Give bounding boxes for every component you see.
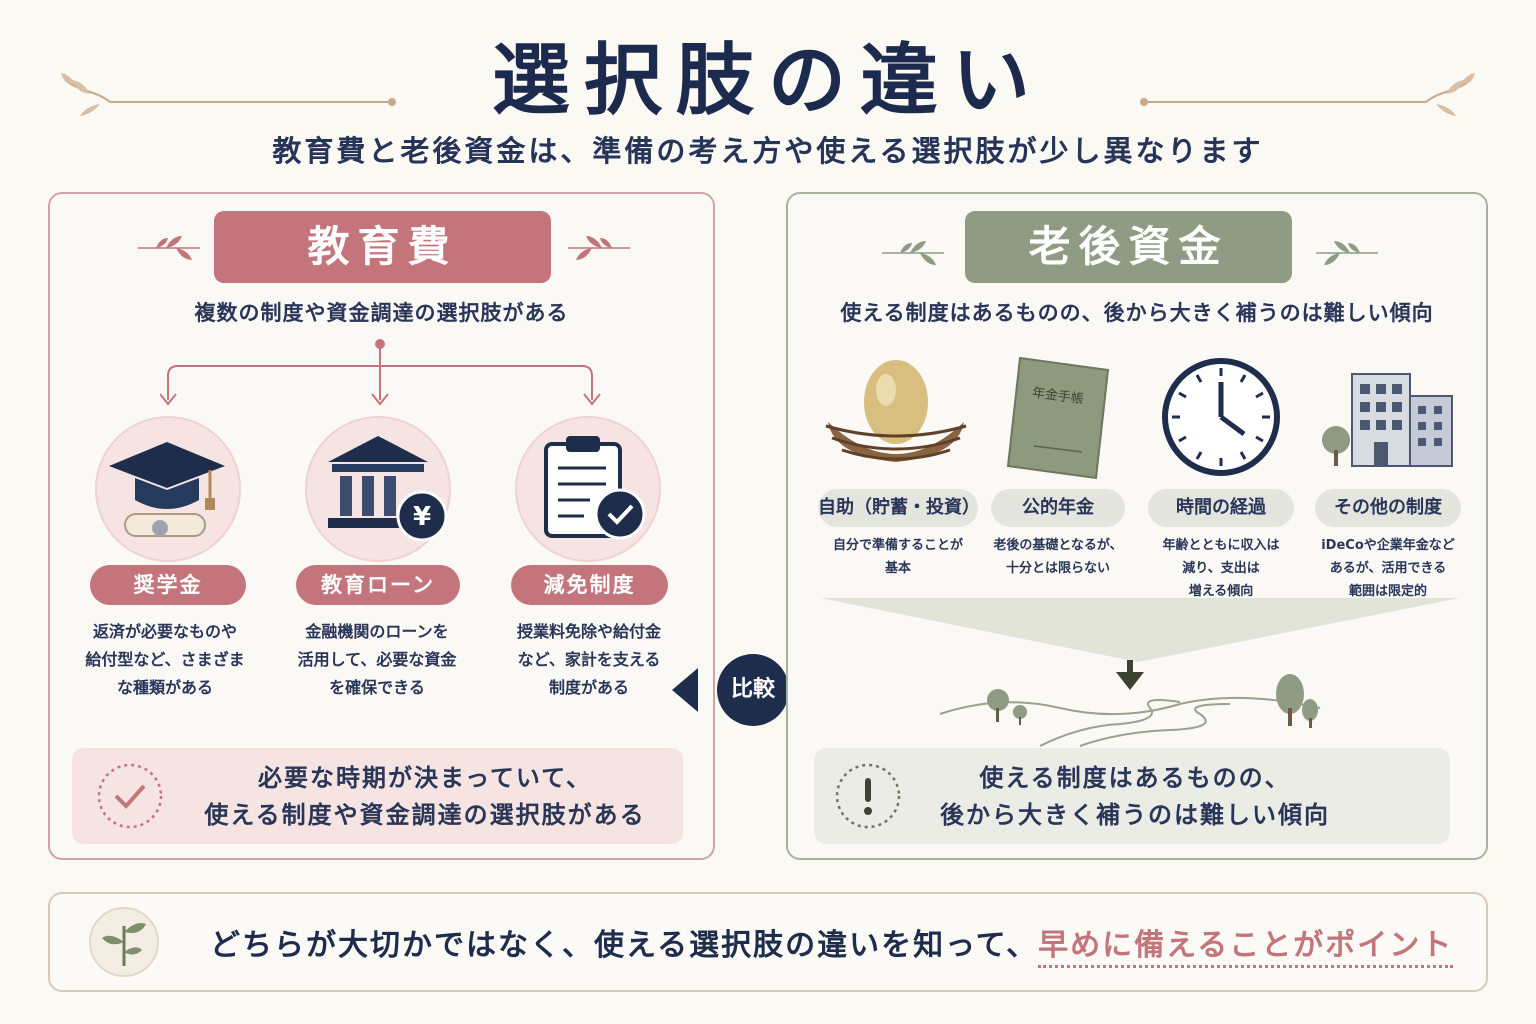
- option-label-time: 時間の経過: [1148, 489, 1294, 527]
- right-vine-ornament: [1140, 73, 1475, 116]
- page-title: 選択肢の違い: [491, 35, 1044, 126]
- booklet-label: 年金手帳: [1031, 384, 1085, 407]
- compare-badge: 比較: [717, 654, 789, 726]
- check-icon: [97, 763, 163, 829]
- option-label-loan: 教育ローン: [296, 565, 460, 605]
- retirement-title: 老後資金: [965, 211, 1292, 283]
- option-label-self-help: 自助（貯蓄・投資）: [818, 489, 980, 527]
- exclamation-icon: [835, 763, 901, 829]
- leaf-ornament-icon: [568, 236, 630, 260]
- option-text-exemption: 授業料免除や給付金など、家計を支える制度がある: [516, 622, 661, 697]
- retirement-description: 使える制度はあるものの、後から大きく補うのは難しい傾向: [840, 301, 1434, 325]
- bank-yen-icon: ¥: [328, 436, 448, 542]
- scholarship-circle: [95, 416, 241, 562]
- funnel-landscape-illustration: [820, 598, 1460, 747]
- option-label-public-pension: 公的年金: [991, 489, 1125, 527]
- education-summary: 必要な時期が決まっていて、使える制度や資金調達の選択肢がある: [204, 764, 646, 829]
- leaf-ornament-icon: [882, 241, 944, 265]
- nest-egg-icon: [825, 360, 967, 462]
- option-text-loan: 金融機関のローンを活用して、必要な資金を確保できる: [297, 622, 457, 697]
- pension-book-icon: 年金手帳: [1006, 356, 1110, 480]
- conclusion-main: どちらが大切かではなく、使える選択肢の違いを知って、: [210, 928, 1039, 963]
- sprout-icon: [89, 907, 159, 977]
- conclusion-box: [48, 892, 1488, 992]
- clock-icon: [1162, 358, 1280, 476]
- subtitle: 教育費と老後資金は、準備の考え方や使える選択肢が少し異なります: [272, 134, 1264, 168]
- option-label-scholarship: 奨学金: [90, 565, 246, 605]
- branch-arrows: [160, 339, 601, 406]
- retirement-summary-box: [814, 748, 1450, 844]
- leaf-ornament-icon: [1316, 241, 1378, 265]
- education-description: 複数の制度や資金調達の選択肢がある: [194, 301, 569, 325]
- option-text-other: iDeCoや企業年金などあるが、活用できる範囲は限定的: [1321, 538, 1455, 599]
- education-summary-box: [72, 748, 683, 844]
- office-building-icon: [1322, 373, 1453, 467]
- education-title: 教育費: [214, 211, 551, 283]
- option-text-scholarship: 返済が必要なものや給付型など、さまざまな種類がある: [85, 622, 245, 697]
- option-label-other: その他の制度: [1315, 489, 1461, 527]
- option-text-self-help: 自分で準備することが基本: [832, 538, 963, 576]
- graduation-cap-icon: [109, 442, 225, 537]
- retirement-summary: 使える制度はあるものの、後から大きく補うのは難しい傾向: [940, 764, 1330, 829]
- option-text-time: 年齢とともに収入は減り、支出は増える傾向: [1162, 538, 1280, 599]
- left-vine-ornament: [61, 73, 396, 116]
- leaf-ornament-icon: [138, 236, 200, 260]
- conclusion-text: どちらが大切かではなく、使える選択肢の違いを知って、早めに備えることがポイント: [210, 920, 1454, 968]
- clipboard-check-icon: [544, 436, 646, 540]
- conclusion-accent: 早めに備えることがポイント: [1038, 928, 1454, 968]
- option-label-exemption: 減免制度: [511, 565, 668, 605]
- option-text-public-pension: 老後の基礎となるが、十分とは限らない: [993, 538, 1123, 576]
- svg-text:¥: ¥: [413, 502, 431, 532]
